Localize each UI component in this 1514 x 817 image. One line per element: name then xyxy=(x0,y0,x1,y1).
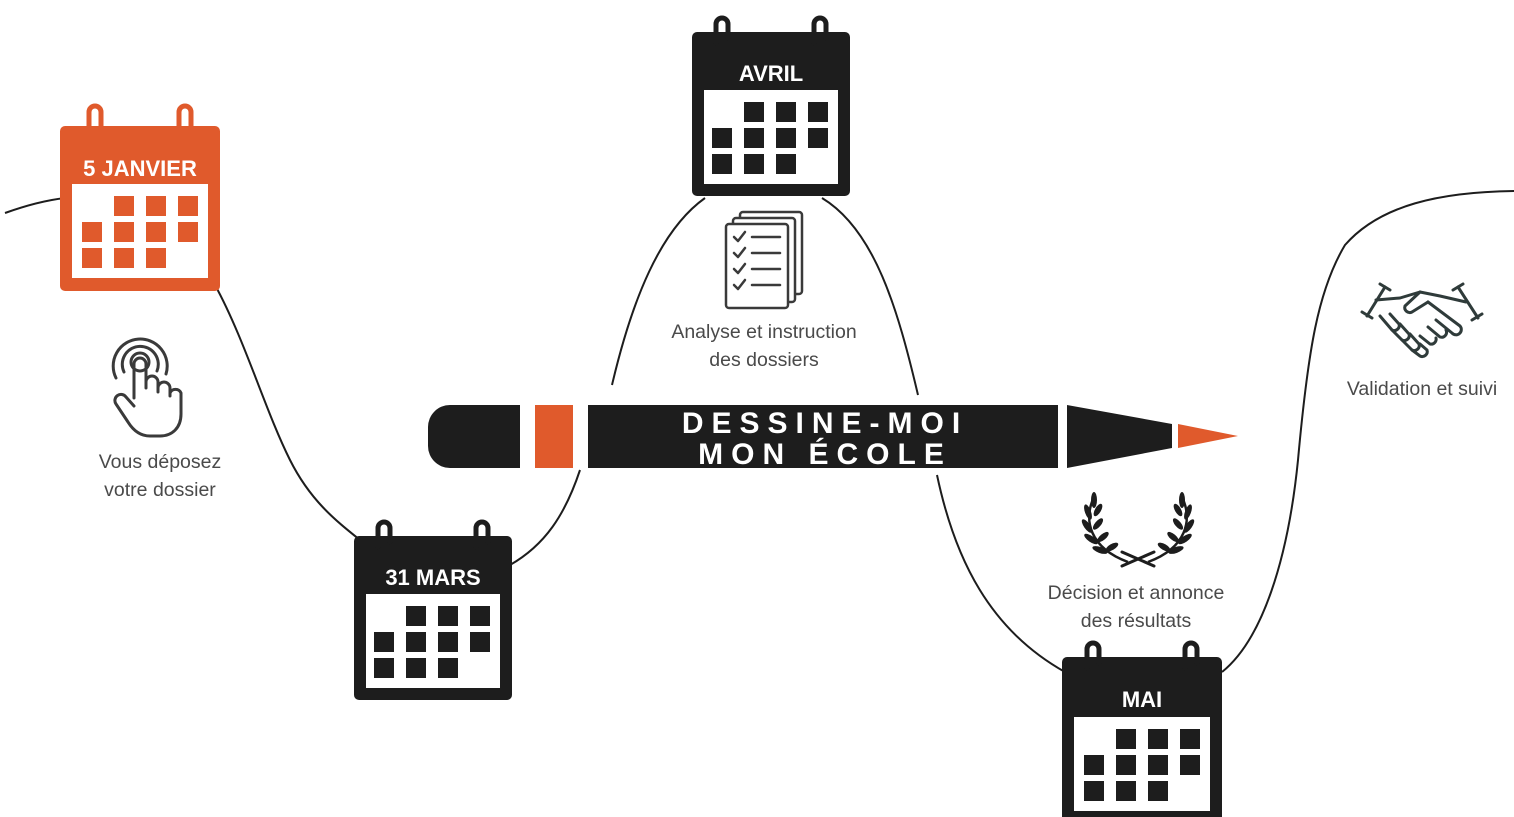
calendar-mai: MAI xyxy=(1062,640,1222,817)
calendar-5-janvier: 5 JANVIER xyxy=(60,103,220,291)
calendar-label-31-mars: 31 MARS xyxy=(385,565,480,590)
step-caption-validation-line1: Validation et suivi xyxy=(1346,378,1498,400)
pencil-logo: DESSINE-MOI MON ÉCOLE xyxy=(428,405,1238,471)
calendar-label-avril: AVRIL xyxy=(739,61,803,86)
checklist-documents-icon xyxy=(724,210,804,310)
handshake-icon xyxy=(1360,282,1484,358)
calendar-label-5-janvier: 5 JANVIER xyxy=(83,156,197,181)
pencil-title-line2: MON ÉCOLE xyxy=(698,437,952,471)
step-caption-analyse-line2: des dossiers xyxy=(709,349,819,371)
step-caption-analyse-line1: Analyse et instruction xyxy=(671,321,857,343)
pencil-title-line1: DESSINE-MOI xyxy=(682,407,968,440)
touch-hand-icon xyxy=(111,337,183,438)
timeline-curve xyxy=(4,190,1514,673)
step-caption-depot-line1: Vous déposez xyxy=(98,451,222,473)
step-caption-depot: Vous déposez votre dossier xyxy=(60,448,260,504)
laurel-wreath-icon xyxy=(1081,492,1195,568)
step-caption-decision-line2: des résultats xyxy=(1080,610,1192,632)
calendar-31-mars: 31 MARS xyxy=(354,519,512,700)
step-caption-decision-line1: Décision et annonce xyxy=(1047,582,1225,604)
step-caption-analyse: Analyse et instruction des dossiers xyxy=(644,318,884,374)
step-caption-validation: Validation et suivi xyxy=(1330,375,1514,403)
step-caption-depot-line2: votre dossier xyxy=(104,479,216,501)
step-caption-decision: Décision et annonce des résultats xyxy=(1016,579,1256,635)
calendar-avril: AVRIL xyxy=(692,15,850,196)
calendar-label-mai: MAI xyxy=(1122,687,1162,712)
